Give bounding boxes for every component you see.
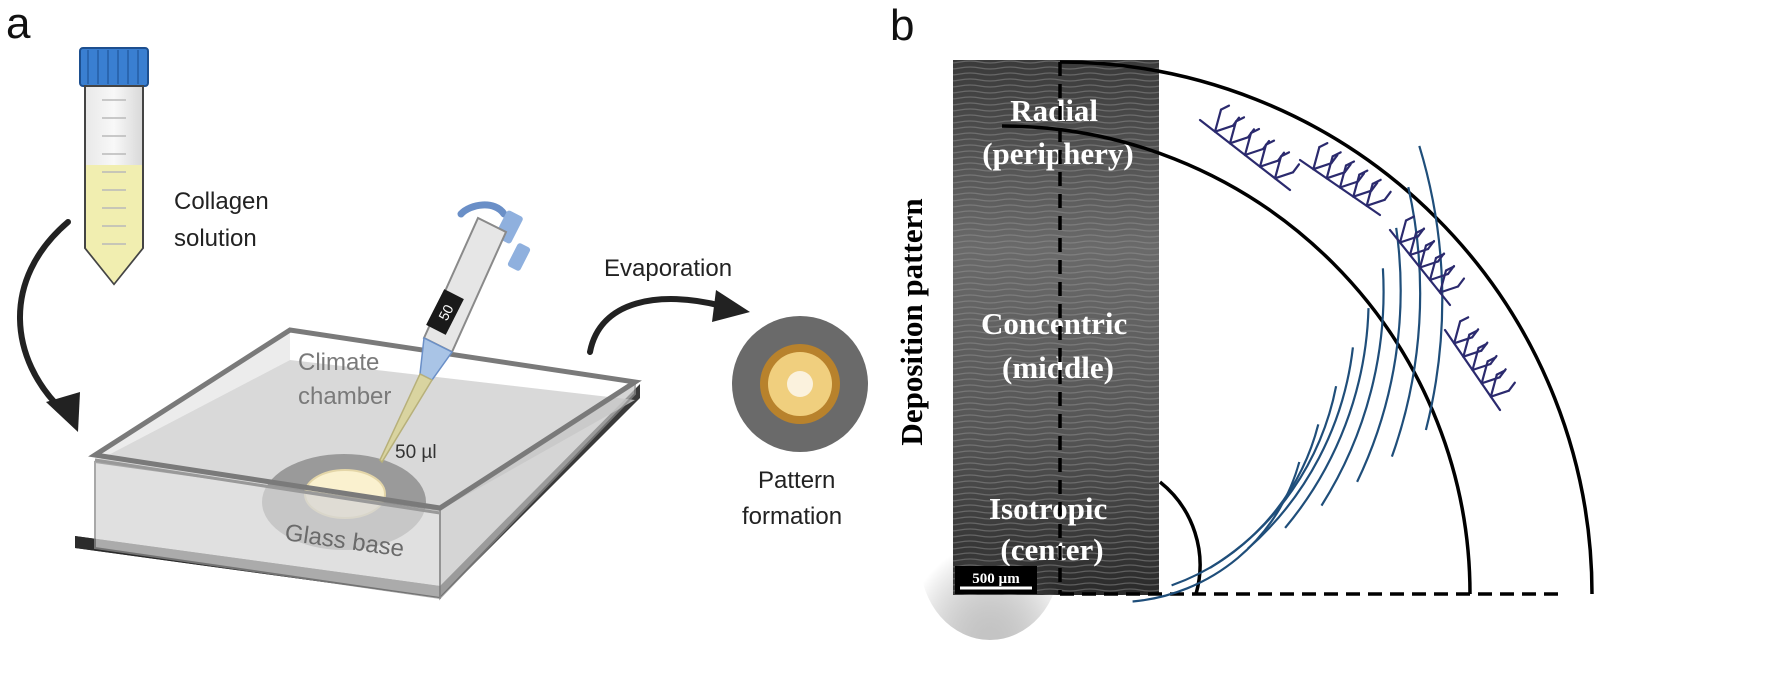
drop-volume-label: 50 µl (395, 442, 437, 463)
radial-tree (1298, 142, 1392, 217)
concentric-lines (1132, 145, 1444, 603)
chamber-label: Climate chamber (298, 349, 391, 410)
tube-label: Collagen solution (174, 188, 275, 252)
zone-radial-label: Radial (periphery) (982, 93, 1134, 171)
climate-chamber (75, 327, 642, 601)
pattern-dome-icon (732, 316, 868, 452)
radial-trees (1198, 104, 1516, 412)
panel-b-letter: b (890, 1, 914, 50)
inner-arc (1158, 480, 1202, 595)
zone-isotropic-label: Isotropic (center) (989, 491, 1115, 567)
concentric-line (1356, 227, 1402, 483)
pattern-label: Pattern formation (742, 467, 842, 530)
concentric-line (1209, 385, 1338, 569)
collagen-tube-icon (79, 47, 149, 286)
pipette-icon: 50 (379, 201, 531, 464)
concentric-line (1247, 347, 1354, 550)
radial-tree (1388, 215, 1466, 307)
scale-bar-label: 500 µm (972, 571, 1020, 587)
evaporation-label: Evaporation (604, 255, 732, 282)
micrograph (920, 60, 1159, 640)
zone-concentric-label: Concentric (middle) (981, 306, 1135, 385)
panel-a-letter: a (6, 0, 31, 48)
arrow-to-chamber-head (46, 392, 80, 432)
radial-tree (1443, 316, 1516, 412)
deposition-pattern-label: Deposition pattern (894, 198, 929, 445)
concentric-line (1390, 186, 1422, 457)
radial-tree (1198, 104, 1301, 192)
concentric-line (1320, 268, 1385, 507)
concentric-line (1171, 424, 1320, 587)
scale-bar: 500 µm (955, 566, 1037, 594)
evaporation-arrow-head (712, 290, 750, 322)
middle-arc (1001, 124, 1472, 595)
pipette-volume: 50 (435, 302, 456, 323)
arrow-to-chamber (17, 219, 71, 413)
evaporation-arrow (587, 296, 725, 355)
concentric-line (1284, 308, 1370, 529)
